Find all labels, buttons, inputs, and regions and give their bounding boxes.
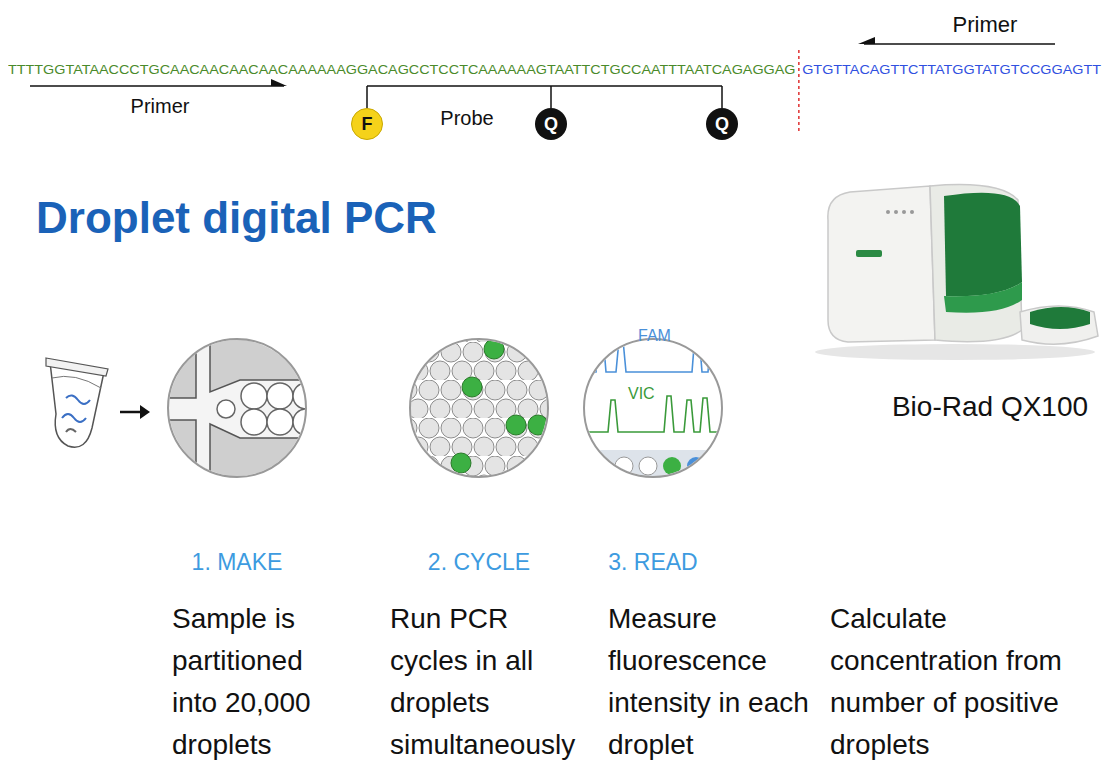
arrow-head xyxy=(271,79,287,86)
dna-sequence: TTTTGGTATAACCCTGCAACAACAACAACAAAAAAGGACA… xyxy=(8,62,1101,78)
primer-label: Primer xyxy=(930,12,1040,38)
node-text: Q xyxy=(715,115,729,133)
droplet-field xyxy=(405,335,555,485)
step-description: Measure fluorescence intensity in each d… xyxy=(608,598,823,766)
quencher-circle: Q xyxy=(706,108,738,140)
channel-label: VIC xyxy=(628,384,668,403)
sequence-text: GTGTTACAGTTCTTATGGTATGTCCGGAGTT xyxy=(802,62,1101,77)
sample-tube xyxy=(46,358,108,447)
step-label: 3. READ xyxy=(578,549,728,577)
fluorescence-readout xyxy=(580,334,730,490)
instrument xyxy=(815,185,1098,360)
node-text: F xyxy=(362,115,373,133)
channel-label: FAM xyxy=(638,326,688,345)
fluorophore-circle: F xyxy=(351,108,383,140)
step-label: 2. CYCLE xyxy=(404,549,554,577)
arrow-head xyxy=(140,405,150,419)
quencher-circle: Q xyxy=(535,108,567,140)
flow-arrow xyxy=(120,411,142,414)
step-description: Sample is partitioned into 20,000 drople… xyxy=(172,598,342,766)
primer-arrow xyxy=(864,43,1055,45)
instrument-label: Bio-Rad QX100 xyxy=(880,386,1100,428)
arrow-head xyxy=(858,37,875,44)
step-description: Calculate concentration from number of p… xyxy=(830,598,1075,766)
sequence-text: TTTTGGTATAACCCTGCAACAACAACAACAAAAAAGGACA… xyxy=(8,62,796,77)
node-text: Q xyxy=(544,115,558,133)
probe-label: Probe xyxy=(412,106,522,130)
title: Droplet digital PCR xyxy=(36,192,437,245)
droplet-generator xyxy=(160,330,320,490)
primer-label: Primer xyxy=(100,94,220,118)
step-description: Run PCR cycles in all droplets simultane… xyxy=(390,598,587,766)
divider-line xyxy=(798,50,800,132)
step-label: 1. MAKE xyxy=(162,549,312,577)
probe-bracket xyxy=(367,86,722,108)
primer-arrow xyxy=(30,85,284,87)
